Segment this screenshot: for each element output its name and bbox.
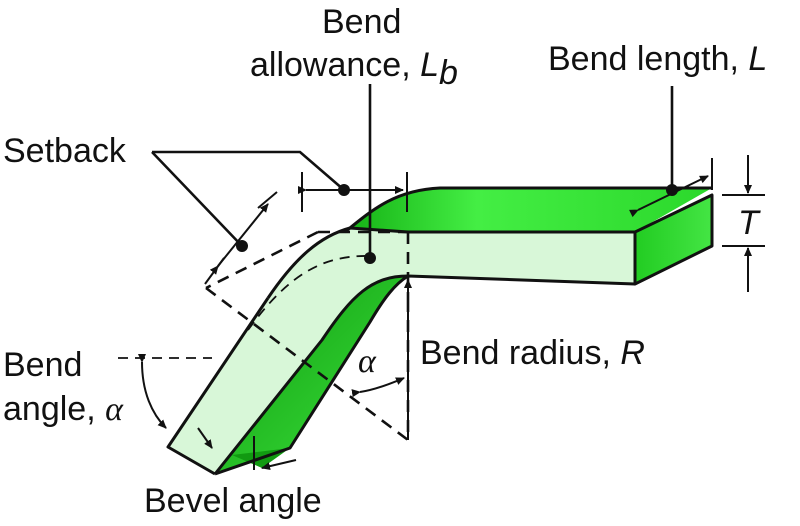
bend-allowance-dot (364, 252, 376, 264)
bend-angle-label-1: Bend (3, 346, 82, 384)
bar-outline-front-bottom (213, 274, 636, 475)
top-face (350, 188, 712, 232)
bevel-arrow-3 (261, 459, 297, 471)
inner-face (215, 276, 408, 474)
bevel-angle-label: Bevel angle (144, 482, 322, 520)
neutral-axis (247, 255, 371, 331)
setback-dot-1 (338, 184, 350, 196)
bend-allowance-label-2: allowance, Lb (250, 46, 458, 92)
end-face (635, 195, 712, 284)
bar-outline-top (344, 186, 712, 234)
bend-length-dot (666, 184, 678, 196)
setback-dim-line (209, 203, 269, 275)
alpha-inner-label: α (358, 343, 377, 380)
setback-dot-2 (236, 240, 248, 252)
bevel-arrow-1 (197, 427, 213, 449)
bar-outline-left-leg (166, 297, 270, 476)
bend-radius-label: Bend radius, R (420, 334, 645, 372)
front-face (168, 228, 635, 474)
alpha-inner-arc (351, 377, 405, 398)
bar-outline-front-top (266, 226, 635, 299)
thickness-label: T (738, 204, 761, 242)
radius-diagonal (205, 286, 409, 442)
bend-allowance-label-1: Bend (322, 3, 401, 41)
bar-outline-inner (214, 274, 409, 476)
bend-length-label: Bend length, L (548, 40, 767, 78)
setback-leader-2 (151, 151, 243, 247)
setback-leader-1 (152, 150, 345, 191)
setback-label: Setback (3, 132, 127, 170)
bend-angle-label-2: angle, α (3, 390, 124, 428)
bend-angle-arc (137, 353, 167, 429)
